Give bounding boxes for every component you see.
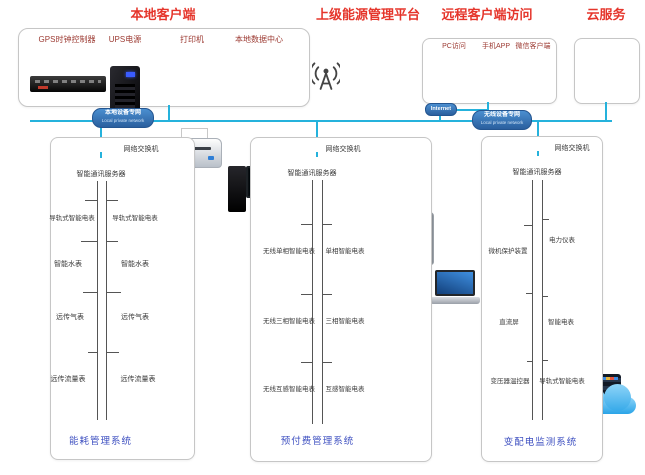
meter-label: 直流屏 (499, 319, 519, 326)
connector-line (168, 105, 170, 120)
phone-app-label: 手机APP (481, 43, 510, 50)
switch-label: 网络交换机 (554, 145, 590, 152)
switch-label: 网络交换机 (123, 146, 159, 153)
local-network-badge-cn: 本地设备专网 (104, 110, 141, 116)
connector-line (316, 121, 318, 137)
connector-line (487, 102, 489, 111)
local-network-badge-en: Local private network (101, 118, 145, 124)
gps-clock-device (30, 76, 106, 92)
meter-label: 导轨式智能电表 (49, 215, 95, 222)
stub-line (527, 361, 532, 362)
radio-antenna-icon (312, 62, 340, 90)
title-upper-platform: 上级能源管理平台 (315, 7, 420, 22)
title-cloud-service: 云服务 (586, 7, 626, 22)
column-trunk-line (532, 180, 533, 420)
wechat-client-label: 微信客户端 (515, 43, 551, 50)
stub-line (323, 294, 332, 295)
meter-label: 远传气表 (56, 314, 84, 321)
connector-line (452, 109, 488, 111)
stub-line (301, 362, 312, 363)
stub-line (107, 352, 119, 353)
title-remote-access: 远程客户端访问 (441, 7, 533, 22)
meter-label: 互感智能电表 (325, 386, 365, 393)
energy-system-panel (50, 137, 195, 460)
stub-line (107, 200, 118, 201)
stub-line (301, 294, 312, 295)
local-network-badge: 本地设备专网 Local private network (92, 108, 154, 128)
stub-line (543, 360, 548, 361)
connector-line (537, 151, 539, 156)
connector-line (100, 121, 102, 137)
connector-line (537, 121, 539, 136)
meter-label: 远传流量表 (120, 376, 156, 383)
meter-label: 智能水表 (121, 261, 149, 268)
datacenter-label: 本地数据中心 (235, 35, 283, 44)
stub-line (107, 241, 118, 242)
server-label: 智能通讯服务器 (287, 170, 337, 177)
meter-label: 远传流量表 (50, 376, 86, 383)
prepaid-system-panel (250, 137, 432, 462)
meter-label: 微机保护装置 (488, 248, 528, 255)
stub-line (524, 225, 532, 226)
stub-line (83, 292, 97, 293)
meter-label: 变压器温控器 (490, 378, 530, 385)
pc-access-label: PC访问 (442, 43, 466, 50)
internet-badge: Internet (425, 103, 457, 116)
remote-access-panel (422, 38, 557, 104)
column-trunk-line (312, 180, 313, 424)
stub-line (301, 224, 312, 225)
connector-line (439, 113, 441, 121)
stub-line (543, 296, 548, 297)
server-label: 智能通讯服务器 (76, 171, 126, 178)
stub-line (323, 362, 332, 363)
switch-label: 网络交换机 (325, 146, 361, 153)
gps-clock-label: GPS时钟控制器 (38, 35, 96, 44)
stub-line (81, 241, 97, 242)
stub-line (85, 200, 97, 201)
stub-line (543, 219, 549, 220)
prepaid-system-label: 预付费管理系统 (280, 436, 355, 447)
energy-system-label: 能耗管理系统 (68, 436, 132, 447)
connector-line (605, 102, 607, 120)
local-client-panel (18, 28, 310, 107)
meter-label: 电力仪表 (549, 237, 575, 244)
meter-label: 单相智能电表 (325, 248, 365, 255)
title-local-client: 本地客户端 (130, 7, 196, 22)
connector-line (100, 152, 102, 158)
stub-line (526, 293, 532, 294)
wireless-network-badge: 无线设备专网 Local private network (472, 110, 532, 130)
printer-label: 打印机 (180, 35, 204, 44)
meter-label: 导轨式智能电表 (539, 378, 585, 385)
meter-label: 远传气表 (121, 314, 149, 321)
meter-label: 无线互感智能电表 (263, 386, 315, 393)
meter-label: 智能水表 (54, 261, 82, 268)
ups-label: UPS电源 (108, 35, 142, 44)
wireless-network-badge-en: Local private network (480, 120, 524, 126)
column-trunk-line (106, 181, 107, 420)
column-trunk-line (322, 180, 323, 424)
connector-line (316, 152, 318, 157)
meter-label: 智能电表 (548, 319, 574, 326)
meter-label: 无线三相智能电表 (263, 318, 315, 325)
column-trunk-line (97, 181, 98, 420)
network-bus-line (30, 120, 612, 122)
laptop-device (430, 270, 480, 304)
meter-label: 导轨式智能电表 (112, 215, 158, 222)
meter-label: 三相智能电表 (325, 318, 365, 325)
stub-line (107, 292, 121, 293)
wireless-network-badge-cn: 无线设备专网 (483, 112, 520, 118)
stub-line (323, 224, 332, 225)
stub-line (88, 352, 97, 353)
meter-label: 无线单相智能电表 (263, 248, 315, 255)
server-label: 智能通讯服务器 (512, 169, 562, 176)
cloud-service-panel (574, 38, 640, 104)
column-trunk-line (542, 180, 543, 420)
distribution-system-label: 变配电监测系统 (503, 437, 578, 448)
